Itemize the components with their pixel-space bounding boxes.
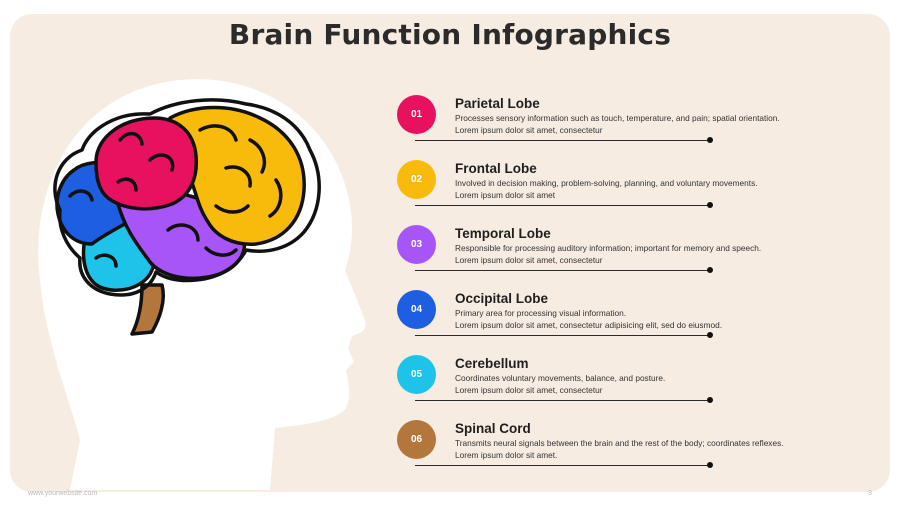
number-badge: 01 (397, 95, 436, 134)
divider-dot (707, 397, 713, 403)
number-badge: 05 (397, 355, 436, 394)
item-title: Spinal Cord (455, 421, 531, 436)
item-note: Lorem ipsum dolor sit amet, consectetur … (455, 320, 723, 330)
item-title: Temporal Lobe (455, 226, 551, 241)
item-title: Cerebellum (455, 356, 529, 371)
slide-title: Brain Function Infographics (228, 18, 672, 51)
item-note: Lorem ipsum dolor sit amet, consectetur (455, 125, 603, 135)
item-title: Occipital Lobe (455, 291, 549, 306)
divider-line (415, 465, 709, 466)
item-note: Lorem ipsum dolor sit amet (455, 190, 556, 200)
brain-icon (53, 98, 321, 336)
divider-dot (707, 462, 713, 468)
number-badge: 03 (397, 225, 436, 264)
item-title: Parietal Lobe (455, 96, 540, 111)
item-description: Coordinates voluntary movements, balance… (455, 373, 666, 383)
divider-dot (707, 137, 713, 143)
divider-line (415, 270, 709, 271)
list-item: 01 Parietal Lobe Processes sensory infor… (397, 95, 867, 155)
brain-outline (53, 98, 321, 297)
item-description: Responsible for processing auditory info… (455, 243, 762, 253)
item-title: Frontal Lobe (455, 161, 537, 176)
item-note: Lorem ipsum dolor sit amet, consectetur (455, 385, 603, 395)
item-description: Primary area for processing visual infor… (455, 308, 627, 318)
divider-dot (707, 202, 713, 208)
parietal-shape (94, 116, 199, 211)
divider-line (415, 335, 709, 336)
item-note: Lorem ipsum dolor sit amet. (455, 450, 558, 460)
item-description: Transmits neural signals between the bra… (455, 438, 784, 448)
divider-line (415, 140, 709, 141)
item-description: Involved in decision making, problem-sol… (455, 178, 758, 188)
list-item: 03 Temporal Lobe Responsible for process… (397, 225, 867, 285)
number-badge: 06 (397, 420, 436, 459)
divider-line (415, 400, 709, 401)
list-item: 02 Frontal Lobe Involved in decision mak… (397, 160, 867, 220)
divider-dot (707, 267, 713, 273)
item-description: Processes sensory information such as to… (455, 113, 780, 123)
number-badge: 04 (397, 290, 436, 329)
item-note: Lorem ipsum dolor sit amet, consectetur (455, 255, 603, 265)
list-item: 05 Cerebellum Coordinates voluntary move… (397, 355, 867, 415)
divider-dot (707, 332, 713, 338)
footer-website: www.yourwebsite.com (28, 490, 98, 497)
list-item: 04 Occipital Lobe Primary area for proce… (397, 290, 867, 350)
list-item: 06 Spinal Cord Transmits neural signals … (397, 420, 867, 480)
divider-line (415, 205, 709, 206)
number-badge: 02 (397, 160, 436, 199)
spinal-cord-shape (130, 283, 165, 336)
page-number: 3 (868, 490, 872, 497)
